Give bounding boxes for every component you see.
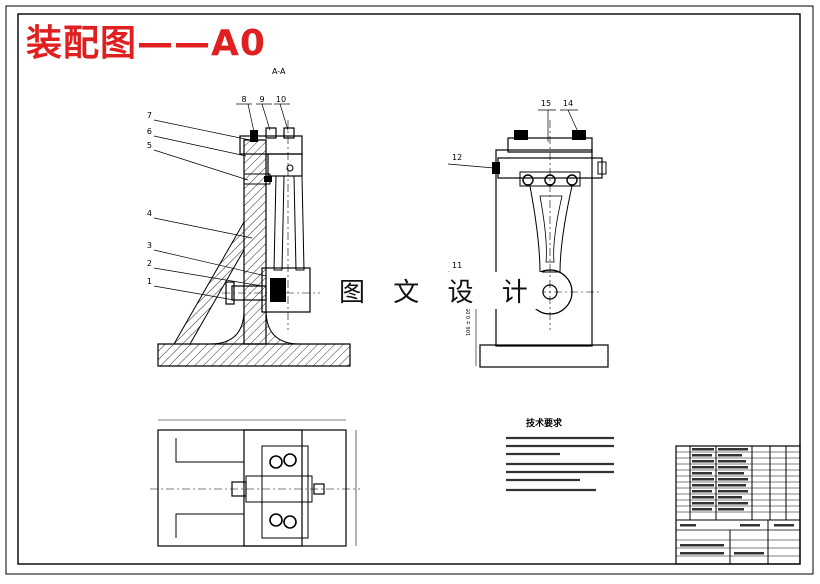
callout-15: 15: [541, 99, 551, 108]
side-view: 106 ± 0.05: [466, 120, 609, 368]
callout-11: 11: [452, 261, 462, 270]
technical-requirements: 技术要求: [506, 417, 614, 492]
svg-text:106 ± 0.05: 106 ± 0.05: [466, 308, 472, 336]
left-callouts: 7 6 5 4 3 2 1: [147, 111, 267, 301]
inner-border: [17, 13, 801, 565]
callout-8: 8: [241, 95, 246, 104]
callout-5: 5: [147, 141, 152, 150]
title-block: [675, 445, 801, 565]
callout-4: 4: [147, 209, 152, 218]
parts-list-text: [680, 448, 794, 555]
callout-1: 1: [147, 277, 152, 286]
callout-7: 7: [147, 111, 152, 120]
callout-6: 6: [147, 127, 152, 136]
callout-10: 10: [276, 95, 286, 104]
callout-3: 3: [147, 241, 152, 250]
callout-2: 2: [147, 259, 152, 268]
top-view: [150, 419, 360, 547]
outer-border: [5, 5, 814, 575]
drawing-title: 装配图——A0: [26, 23, 266, 64]
right-callouts: 15 14 12 11: [447, 99, 579, 291]
callout-14: 14: [563, 99, 573, 108]
callout-12: 12: [452, 153, 462, 162]
tech-heading: 技术要求: [526, 417, 563, 429]
section-label: A-A: [272, 67, 286, 76]
callout-9: 9: [259, 95, 264, 104]
watermark-text: 图 文 设 计: [335, 272, 542, 309]
front-section-view: [157, 120, 351, 367]
top-callouts: 8 9 10: [236, 95, 290, 133]
